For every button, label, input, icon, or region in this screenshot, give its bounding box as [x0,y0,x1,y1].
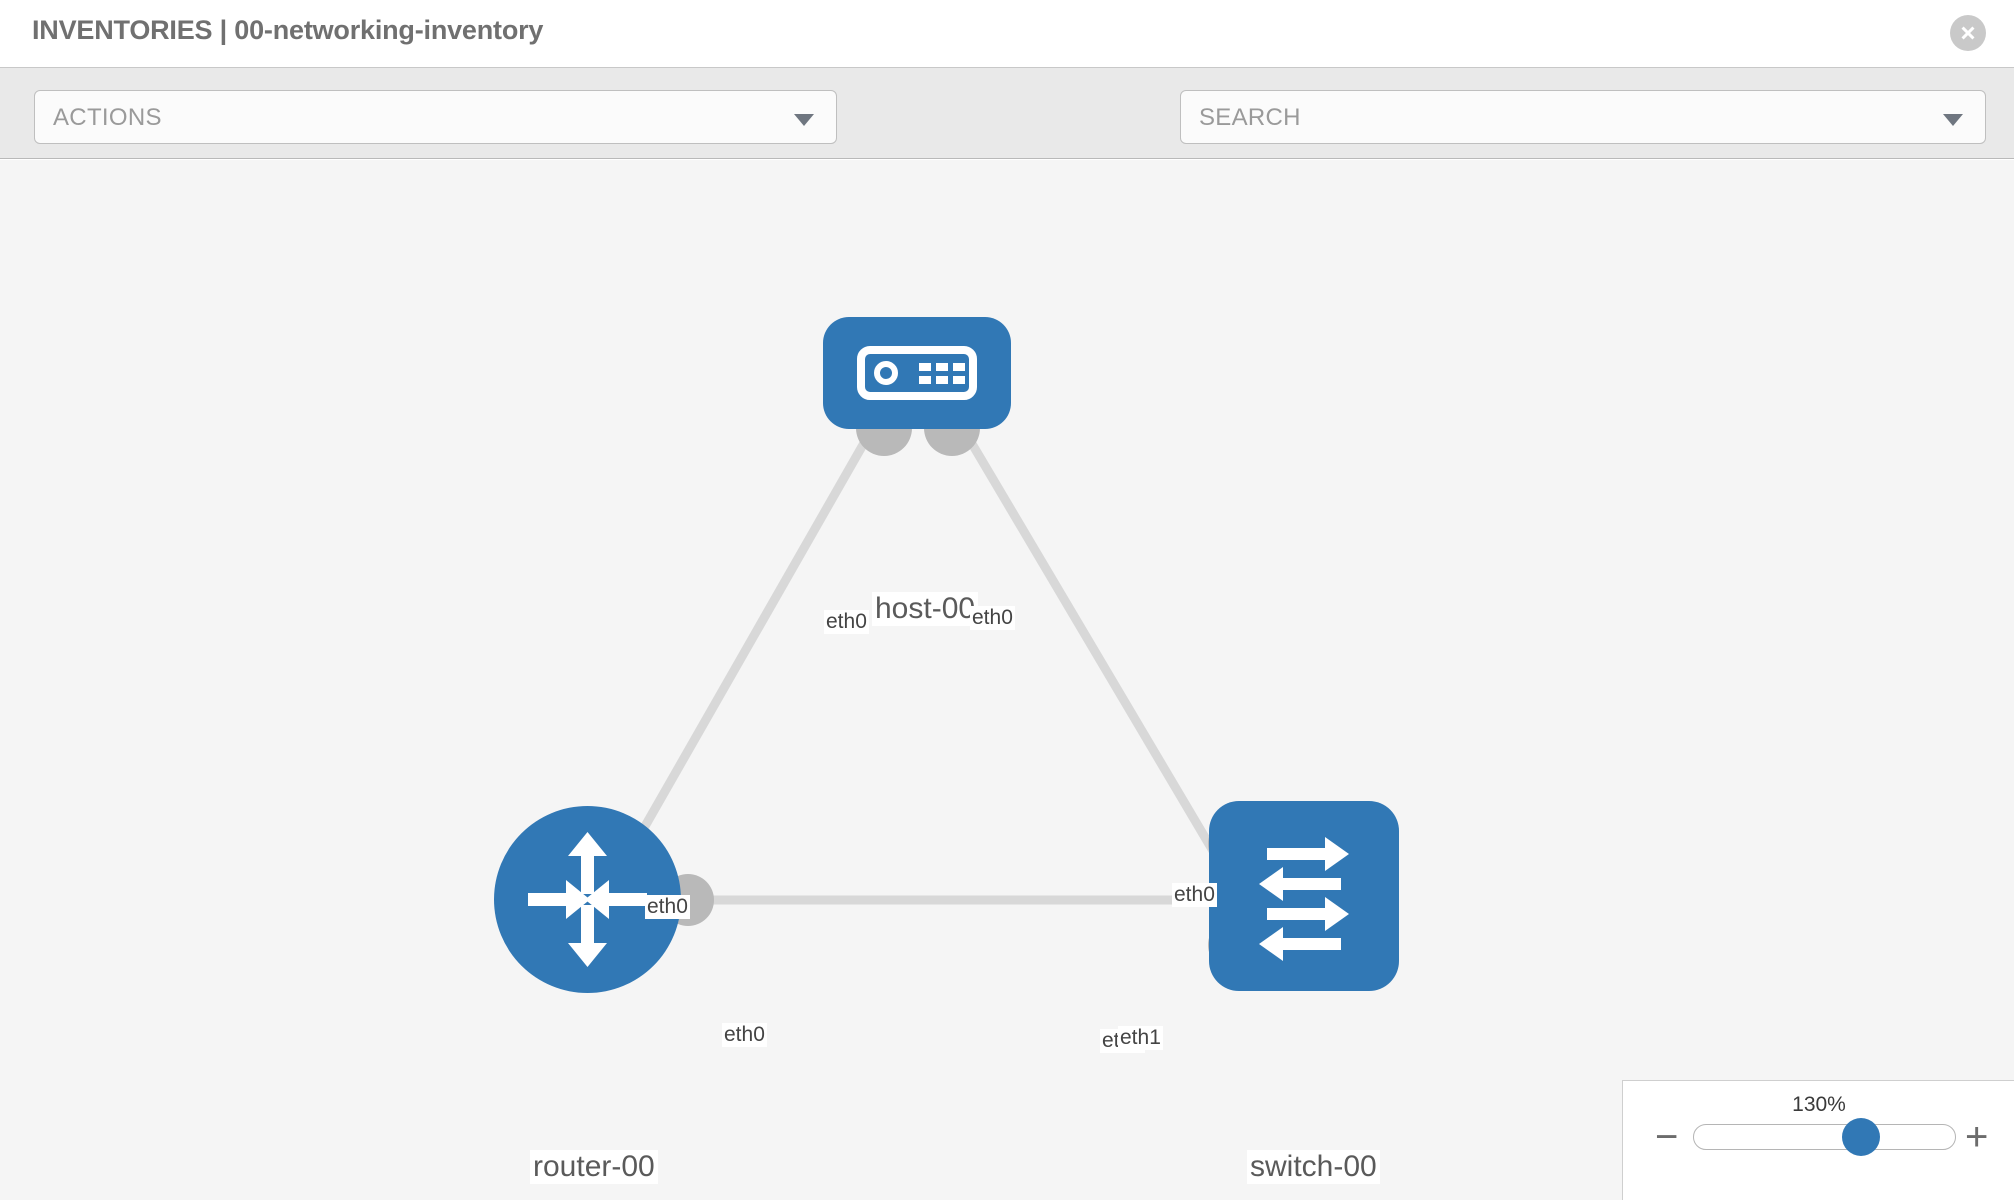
four-way-arrows-icon [528,832,647,967]
page-title: INVENTORIES | 00-networking-inventory [32,15,544,45]
node-label-switch: switch-00 [1247,1150,1380,1184]
topology-canvas[interactable]: host-00 router-00 switch-00 eth0 eth0 et… [0,160,2014,1200]
topology-graph [596,400,1260,971]
zoom-slider-track[interactable] [1693,1124,1956,1150]
interface-label-switch-left-b: eth1 [1118,1026,1163,1050]
bidirectional-arrows-icon [1259,837,1349,961]
node-label-router: router-00 [530,1150,658,1184]
zoom-control-panel: 130% − + [1622,1080,2014,1200]
search-input[interactable]: SEARCH [1180,90,1986,144]
title-bar: INVENTORIES | 00-networking-inventory [0,0,2014,68]
node-host-00[interactable] [823,317,1011,429]
toolbar: ACTIONS SEARCH [0,68,2014,198]
chevron-down-icon [794,114,814,126]
interface-label-router-up: eth0 [645,895,690,919]
server-device-icon [857,346,977,400]
interface-ports [662,400,1260,971]
zoom-in-button[interactable]: + [1965,1115,1989,1159]
chevron-down-icon[interactable] [1943,114,1963,126]
interface-label-host-left: eth0 [824,610,869,634]
link-edges [596,412,1250,908]
zoom-out-button[interactable]: − [1655,1115,1679,1159]
search-placeholder: SEARCH [1199,104,1301,131]
zoom-slider-thumb[interactable] [1841,1118,1880,1156]
node-router-00[interactable] [494,806,681,993]
node-label-host: host-00 [872,592,979,626]
close-icon[interactable] [1950,15,1986,51]
zoom-level-label: 130% [1792,1093,1846,1116]
actions-dropdown[interactable]: ACTIONS [34,90,837,144]
interface-label-router-right: eth0 [722,1023,767,1047]
actions-dropdown-label: ACTIONS [53,104,162,131]
interface-label-host-right: eth0 [970,606,1015,630]
interface-label-switch-up: eth0 [1172,883,1217,907]
node-switch-00[interactable] [1209,801,1399,991]
